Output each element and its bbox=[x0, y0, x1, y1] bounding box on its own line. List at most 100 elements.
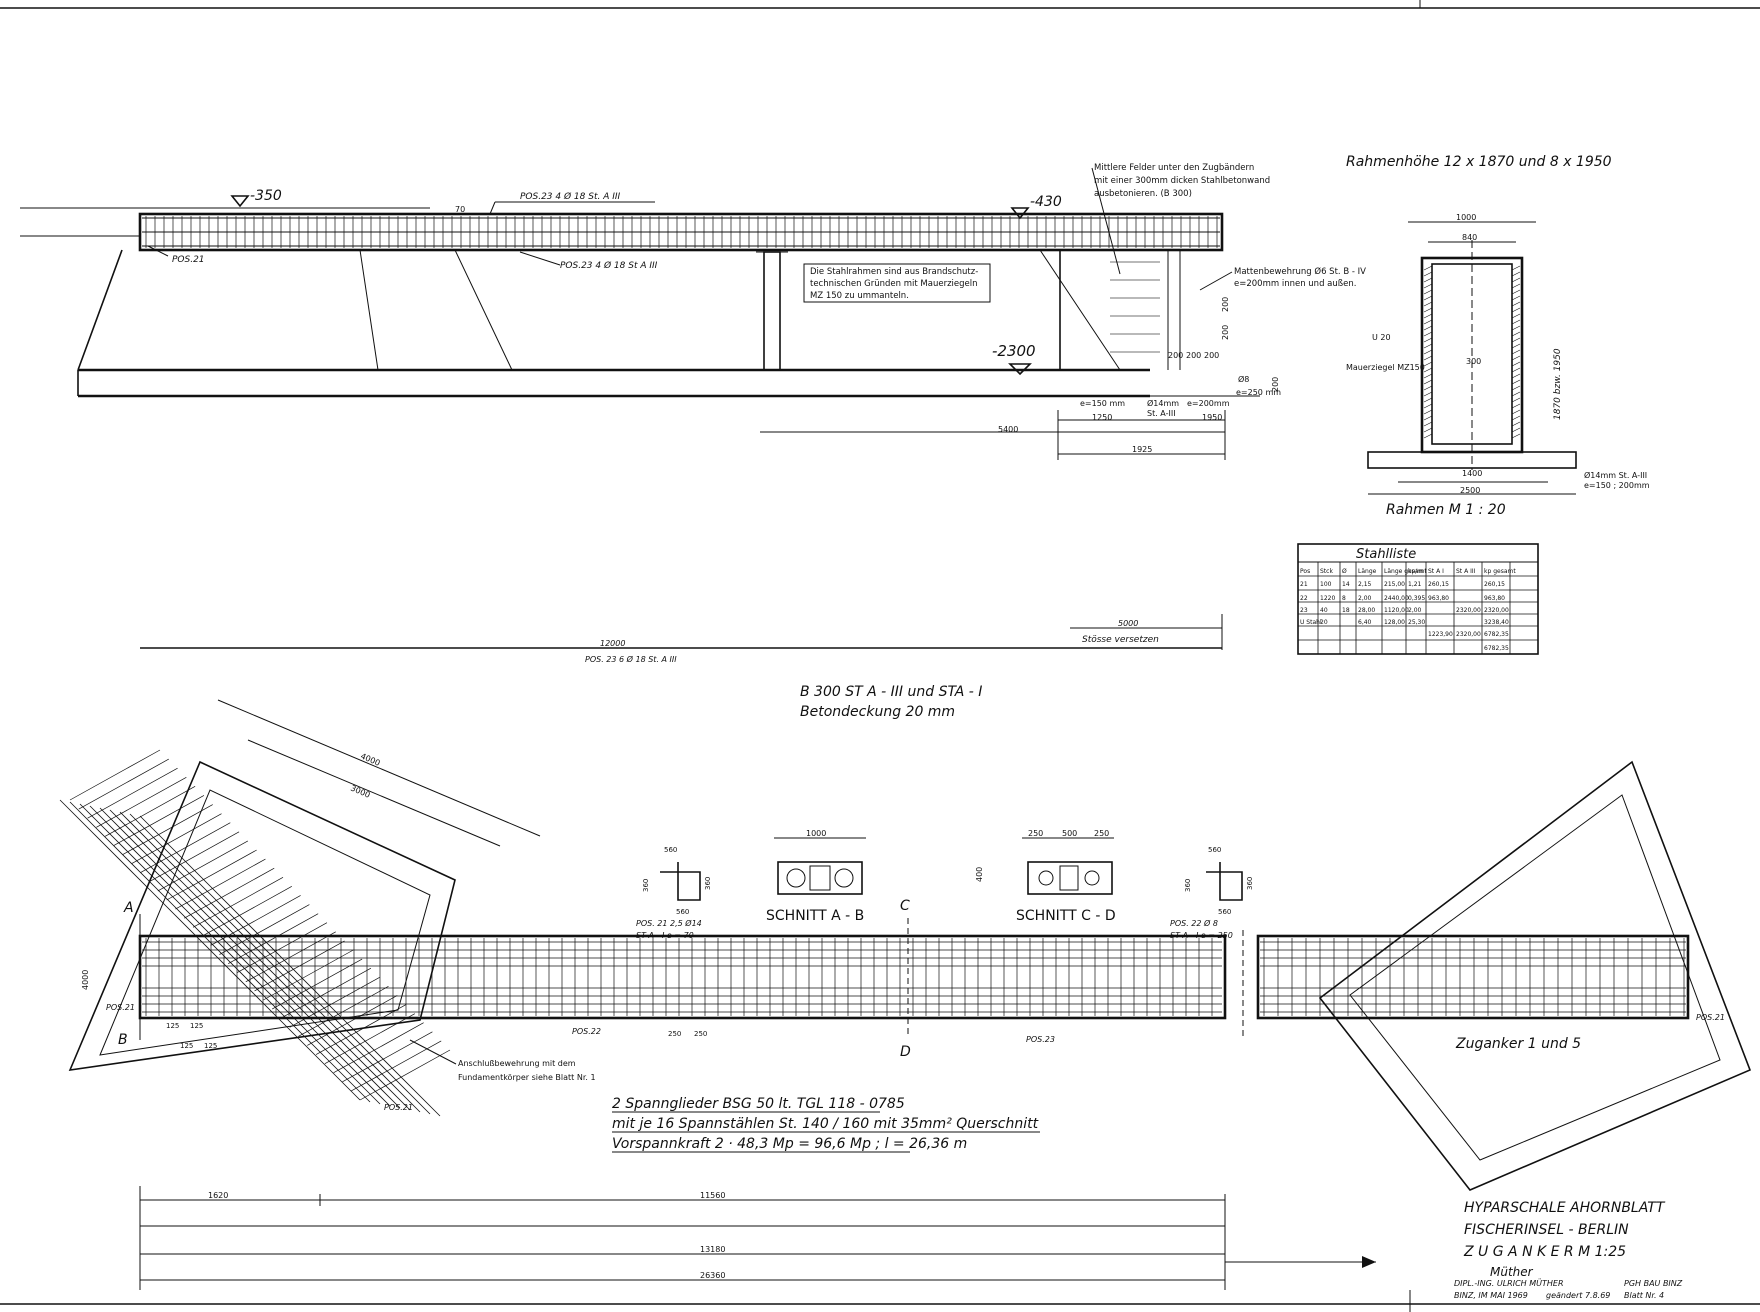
svg-text:SCHNITT A - B: SCHNITT A - B bbox=[766, 908, 864, 924]
svg-text:200: 200 bbox=[1168, 351, 1183, 360]
bar-detail-pos22: 560 360 560 360 POS. 22 Ø 8 ST A - I e =… bbox=[1170, 846, 1254, 940]
svg-text:2500: 2500 bbox=[1460, 486, 1480, 495]
svg-text:ausbetonieren. (B 300): ausbetonieren. (B 300) bbox=[1094, 189, 1192, 199]
stahlliste-cell: 100 bbox=[1320, 581, 1332, 588]
small-dims: 125 125 125 125 250 250 bbox=[166, 1022, 707, 1050]
svg-text:Fundamentkörper siehe Blatt Nr: Fundamentkörper siehe Blatt Nr. 1 bbox=[458, 1073, 596, 1082]
svg-text:560: 560 bbox=[1218, 908, 1231, 916]
svg-text:5000: 5000 bbox=[1118, 619, 1138, 628]
stahlliste-cell: 14 bbox=[1342, 581, 1350, 588]
svg-text:250: 250 bbox=[1028, 829, 1043, 838]
elevation-view: -350 -430 -2300 POS.23 4 Ø 18 St. A III … bbox=[20, 163, 1366, 664]
svg-text:5400: 5400 bbox=[998, 425, 1018, 434]
svg-text:840: 840 bbox=[1462, 233, 1477, 242]
svg-text:Mattenbewehrung Ø6 St. B - IV: Mattenbewehrung Ø6 St. B - IV bbox=[1234, 266, 1366, 277]
svg-text:SCHNITT C - D: SCHNITT C - D bbox=[1016, 908, 1116, 924]
stahlliste-cell: 260,15 bbox=[1428, 581, 1449, 588]
svg-text:200: 200 bbox=[1221, 297, 1230, 312]
svg-text:e=200mm innen und außen.: e=200mm innen und außen. bbox=[1234, 279, 1356, 289]
svg-text:360: 360 bbox=[1184, 879, 1192, 892]
bottom-bar-spec: e=150 mm Ø14mm e=200mm St. A-III Ø8 e=25… bbox=[1058, 374, 1281, 418]
svg-text:1000: 1000 bbox=[806, 829, 826, 838]
stahlliste-cell: 3238,40 bbox=[1484, 619, 1509, 626]
svg-text:Vorspannkraft 2 · 48,3 Mp =: Vorspannkraft 2 · 48,3 Mp = 96,6 Mp ; l … bbox=[612, 1136, 967, 1152]
svg-text:Anschlußbewehrung mit dem: Anschlußbewehrung mit dem bbox=[458, 1059, 576, 1068]
svg-text:POS.23: POS.23 bbox=[1026, 1035, 1055, 1044]
wall-dimensions: 200 200 200 200 200 200 bbox=[1168, 297, 1280, 392]
stahlliste-header: Stck bbox=[1320, 568, 1333, 575]
svg-text:Mauerziegel MZ150: Mauerziegel MZ150 bbox=[1346, 363, 1425, 372]
stahlliste-cell: 260,15 bbox=[1484, 581, 1505, 588]
svg-text:DIPL.-ING. ULRICH MÜTHER: DIPL.-ING. ULRICH MÜTHER bbox=[1454, 1278, 1564, 1288]
svg-text:125: 125 bbox=[190, 1022, 203, 1030]
stahlliste-header: kp/m bbox=[1408, 568, 1423, 575]
wall-hatching bbox=[1110, 261, 1160, 353]
concrete-spec: B 300 ST A - III und STA - I bbox=[800, 684, 982, 700]
svg-text:POS. 23 6 Ø 18 St. A III: POS. 23 6 Ø 18 St. A III bbox=[585, 654, 677, 664]
pos-labels: POS.21 POS.22 POS.23 POS.21 POS.21 bbox=[106, 1003, 1725, 1112]
svg-text:11560: 11560 bbox=[700, 1191, 725, 1200]
svg-text:200: 200 bbox=[1221, 325, 1230, 340]
stahlliste-cell: 2,00 bbox=[1358, 595, 1372, 602]
stahlliste-cell: 28,00 bbox=[1358, 607, 1375, 614]
svg-text:560: 560 bbox=[1208, 846, 1221, 854]
concrete-cover: Betondeckung 20 mm bbox=[800, 704, 955, 720]
spannglieder-note: 2 Spannglieder BSG 50 lt. TGL 118 - 0785… bbox=[612, 1096, 1040, 1153]
dim-side-4000: 4000 bbox=[81, 970, 90, 990]
stahlliste-cell: 2,00 bbox=[1408, 607, 1422, 614]
stahlliste-cell: 6782,35 bbox=[1484, 631, 1509, 638]
svg-text:1000: 1000 bbox=[1456, 213, 1476, 222]
svg-text:mit je 16 Spannstählen St. 1: mit je 16 Spannstählen St. 140 / 160 mit… bbox=[612, 1116, 1039, 1132]
stahlliste-cell: 1,21 bbox=[1408, 581, 1422, 588]
svg-text:12000: 12000 bbox=[600, 639, 625, 648]
stahlliste-cell: 128,00 bbox=[1384, 619, 1405, 626]
svg-text:250: 250 bbox=[694, 1030, 707, 1038]
svg-text:Die Stahlrahmen sind aus Brand: Die Stahlrahmen sind aus Brandschutz- bbox=[810, 267, 978, 277]
stahlliste-cell: 6,40 bbox=[1358, 619, 1372, 626]
stahlliste-cell: 20 bbox=[1320, 619, 1328, 626]
svg-text:mit einer 300mm dicken Stahlbe: mit einer 300mm dicken Stahlbetonwand bbox=[1094, 176, 1270, 186]
svg-text:Stösse versetzen: Stösse versetzen bbox=[1082, 635, 1159, 645]
svg-text:A: A bbox=[123, 900, 134, 916]
rahmen-detail: Rahmenhöhe 12 x 1870 und 8 x 1950 1000 8… bbox=[1346, 154, 1650, 518]
stahlliste-cell: 8 bbox=[1342, 595, 1346, 602]
signature: Müther bbox=[1490, 1265, 1534, 1279]
svg-text:Ø14mm St. A-III: Ø14mm St. A-III bbox=[1584, 470, 1647, 480]
schnitt-ab: 1000 SCHNITT A - B bbox=[766, 829, 866, 924]
svg-text:2 Spannglieder BSG 50 lt. TG: 2 Spannglieder BSG 50 lt. TGL 118 - 0785 bbox=[612, 1096, 905, 1112]
stahlliste-header: Pos bbox=[1300, 568, 1310, 575]
svg-text:200: 200 bbox=[1204, 351, 1219, 360]
svg-text:4000: 4000 bbox=[359, 752, 381, 768]
svg-text:B: B bbox=[118, 1032, 128, 1048]
stahlliste-cell: 2320,00 bbox=[1456, 607, 1481, 614]
level-marker-350: -350 bbox=[230, 188, 282, 208]
svg-text:360: 360 bbox=[642, 879, 650, 892]
section-markers: A B C D bbox=[118, 898, 911, 1060]
stahlliste-cell: 1223,90 bbox=[1428, 631, 1453, 638]
tie-rebar-grid-right bbox=[1260, 938, 1686, 1016]
svg-text:1400: 1400 bbox=[1462, 469, 1482, 478]
svg-text:125: 125 bbox=[180, 1042, 193, 1050]
stahlliste-cell: 963,80 bbox=[1428, 595, 1449, 602]
svg-text:250: 250 bbox=[668, 1030, 681, 1038]
svg-text:MZ 150 zu ummanteln.: MZ 150 zu ummanteln. bbox=[810, 291, 909, 301]
svg-text:125: 125 bbox=[204, 1042, 217, 1050]
svg-text:e=200mm: e=200mm bbox=[1187, 399, 1230, 408]
svg-text:26360: 26360 bbox=[700, 1271, 725, 1280]
stahlliste-header: St A I bbox=[1428, 568, 1444, 575]
svg-text:1925: 1925 bbox=[1132, 445, 1152, 454]
svg-text:Stahlliste: Stahlliste bbox=[1356, 547, 1416, 562]
stahlliste-cell: 2,15 bbox=[1358, 581, 1372, 588]
anschluss-note: Anschlußbewehrung mit dem Fundamentkörpe… bbox=[409, 1039, 596, 1082]
schnitt-cd: 250 500 250 400 SCHNITT C - D bbox=[975, 829, 1116, 924]
stahlliste-cell: 1220 bbox=[1320, 595, 1335, 602]
svg-text:e=250 mm: e=250 mm bbox=[1236, 388, 1281, 397]
svg-text:1950: 1950 bbox=[1202, 413, 1222, 422]
stahlliste-header: Länge gesamt bbox=[1384, 568, 1427, 575]
svg-text:-2300: -2300 bbox=[992, 342, 1036, 360]
svg-text:500: 500 bbox=[1062, 829, 1077, 838]
bar-detail-pos21: 560 360 560 360 POS. 21 2,5 Ø14 ST A - I… bbox=[636, 846, 712, 940]
rahmen-heading: Rahmenhöhe 12 x 1870 und 8 x 1950 bbox=[1346, 154, 1612, 170]
stahlliste-cell: 215,00 bbox=[1384, 581, 1405, 588]
svg-text:1250: 1250 bbox=[1092, 413, 1112, 422]
